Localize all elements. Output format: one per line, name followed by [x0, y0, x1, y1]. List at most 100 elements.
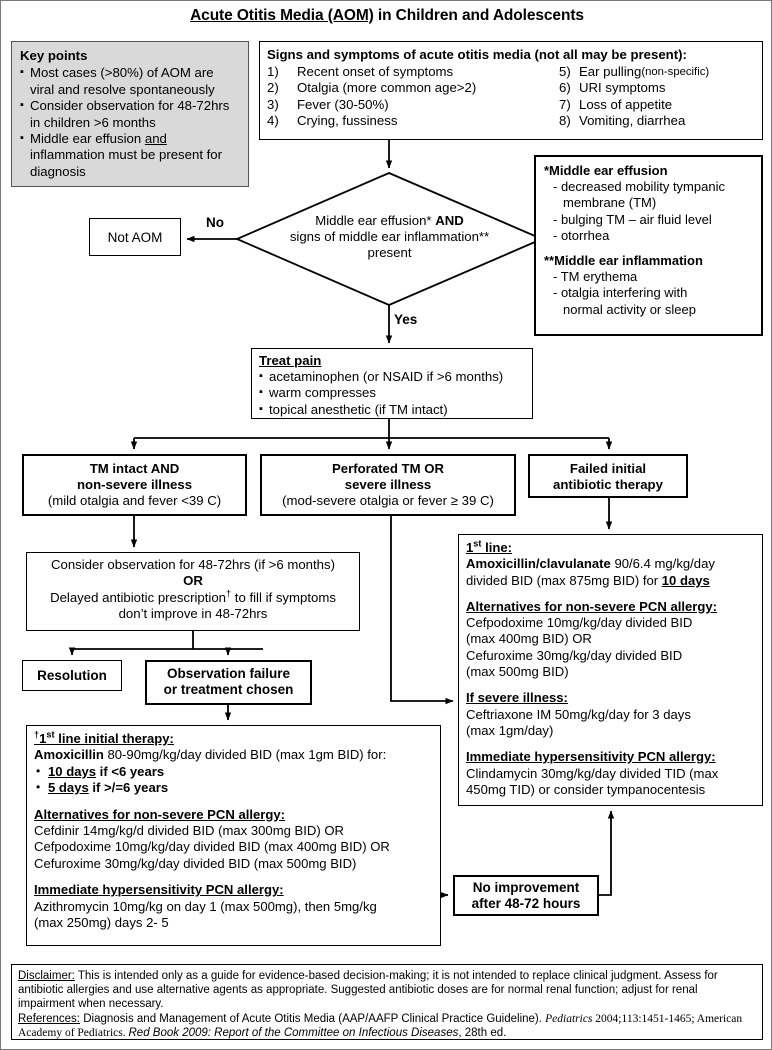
observe-dagger: †: [226, 588, 232, 599]
therapy-drug-bold: Amoxicillin: [34, 747, 104, 763]
abx-heading-3: If severe illness:: [466, 690, 568, 706]
treat-pain-item-3: topical anesthetic (if TM intact): [259, 401, 525, 418]
branch1-line3: (mild otalgia and fever <39 C): [47, 493, 222, 509]
observation-failure-box: Observation failure or treatment chosen: [145, 660, 312, 705]
signs-item-5-num: 5): [559, 64, 571, 80]
signs-item-3: 3) Fever (30-50%): [267, 97, 559, 113]
treat-pain-heading: Treat pain: [259, 353, 322, 368]
therapy-alt-line-1: Cefdinir 14mg/kg/d divided BID (max 300m…: [34, 823, 345, 839]
signs-item-7-num: 7): [559, 96, 571, 112]
inflammation-item-2b: normal activity or sleep: [563, 301, 696, 317]
key-points-item-3-underline: and: [144, 131, 167, 147]
treat-pain-box: Treat pain acetaminophen (or NSAID if >6…: [251, 348, 533, 419]
abx-heading-2: Alternatives for non-severe PCN allergy:: [466, 598, 718, 614]
no-improvement-box: No improvement after 48-72 hours: [453, 875, 599, 916]
abx-heading-1-post: line:: [481, 540, 513, 555]
abx-heading-1: 1st line:: [466, 539, 755, 556]
therapy-bullet-2-rest: if >/=6 years: [88, 780, 169, 796]
references-journal: Pediatrics: [545, 1012, 593, 1025]
abx-drug-line2-a: divided BID (max 875mg BID) for: [466, 572, 662, 588]
arrow-noimprove-to-abx: [599, 810, 615, 896]
branch2-line2: severe illness: [344, 477, 432, 493]
therapy-bullet-1: 10 days if <6 years: [34, 763, 433, 780]
branch1-line2: non-severe illness: [76, 477, 193, 493]
effusion-item-2: - bulging TM – air fluid level: [553, 211, 712, 227]
noimprove-line1: No improvement: [472, 880, 580, 895]
decision-label: Middle ear effusion* AND signs of middle…: [267, 213, 512, 261]
signs-item-4-num: 4): [267, 112, 279, 128]
signs-item-1: 1) Recent onset of symptoms: [267, 64, 559, 80]
therapy-heading-1-post: line initial therapy:: [54, 731, 174, 746]
branch-box-failed-therapy: Failed initial antibiotic therapy: [528, 454, 688, 498]
not-aom-label: Not AOM: [107, 229, 163, 245]
therapy-duration-list: 10 days if <6 years 5 days if >/=6 years: [34, 763, 433, 797]
key-points-item-1: Most cases (>80%) of AOM are viral and r…: [20, 64, 240, 98]
observe-line4: don’t improve in 48-72hrs: [118, 606, 268, 622]
therapy-heading-1: †1st line initial therapy:: [34, 729, 433, 747]
edge-label-yes: Yes: [394, 312, 418, 327]
abx-drug-rest: 90/6.4 mg/kg/day: [610, 556, 715, 572]
observe-line1: Consider observation for 48-72hrs (if >6…: [50, 557, 336, 572]
abx-alt-line-3: Cefuroxime 30mg/kg/day divided BID: [466, 647, 683, 663]
signs-symptoms-box: Signs and symptoms of acute otitis media…: [259, 41, 763, 140]
signs-item-1-text: Recent onset of symptoms: [297, 64, 454, 80]
decision-line3: present: [367, 245, 412, 260]
therapy-drug-rest: 80-90mg/kg/day divided BID (max 1gm BID)…: [103, 747, 387, 763]
signs-item-7: 7) Loss of appetite: [559, 97, 709, 113]
edge-label-no: No: [206, 215, 224, 230]
signs-item-2-num: 2): [267, 80, 279, 96]
abx-heading-4: Immediate hypersensitivity PCN allergy:: [466, 749, 716, 765]
treat-pain-item-1: acetaminophen (or NSAID if >6 months): [259, 368, 525, 385]
disclaimer-label: Disclaimer:: [18, 970, 75, 982]
therapy-heading-3: Immediate hypersensitivity PCN allergy:: [34, 882, 284, 898]
therapy-heading-1-pre: 1: [39, 731, 47, 746]
therapy-bullet-1-duration: 10 days: [48, 763, 97, 779]
therapy-heading-2: Alternatives for non-severe PCN allergy:: [34, 806, 286, 822]
signs-heading: Signs and symptoms of acute otitis media…: [267, 47, 687, 62]
references-text-e: , 28th ed.: [458, 1026, 507, 1039]
therapy-bullet-1-rest: if <6 years: [96, 763, 165, 779]
obsfail-line1: Observation failure: [166, 666, 291, 681]
resolution-label: Resolution: [37, 668, 107, 683]
effusion-item-3: - otorrhea: [553, 227, 610, 243]
abx-severe-line-1: Ceftriaxone IM 50mg/kg/day for 3 days: [466, 706, 691, 722]
branch3-line2: antibiotic therapy: [553, 477, 663, 493]
disclaimer-text: This is intended only as a guide for evi…: [18, 970, 718, 1011]
observe-line3-b: to fill if symptoms: [231, 589, 336, 605]
observation-box: Consider observation for 48-72hrs (if >6…: [26, 552, 360, 631]
resolution-box: Resolution: [22, 660, 122, 691]
noimprove-line2: after 48-72 hours: [471, 896, 581, 912]
abx-severe-line-2: (max 1gm/day): [466, 722, 554, 738]
key-points-item-3: Middle ear effusion and inflammation mus…: [20, 130, 240, 180]
references-paragraph: References: Diagnosis and Management of …: [18, 1012, 756, 1040]
branch2-line1: Perforated TM OR: [331, 461, 445, 476]
abx-alt-line-2: (max 400mg BID) OR: [466, 631, 592, 647]
signs-item-6: 6) URI symptoms: [559, 80, 709, 96]
decision-line1-and: AND: [435, 213, 464, 228]
title-rest: in Children and Adolescents: [373, 7, 584, 24]
branch3-line1: Failed initial: [569, 461, 647, 476]
signs-item-6-text: URI symptoms: [579, 80, 666, 96]
key-points-list: Most cases (>80%) of AOM are viral and r…: [20, 64, 240, 180]
treat-pain-item-2: warm compresses: [259, 384, 525, 401]
therapy-hyper-line-2: (max 250mg) days 2- 5: [34, 915, 169, 931]
effusion-heading: *Middle ear effusion: [544, 163, 668, 178]
disclaimer-paragraph: Disclaimer: This is intended only as a g…: [18, 969, 756, 1012]
branch2-line3: (mod-severe otalgia or fever ≥ 39 C): [282, 493, 494, 509]
inflammation-item-1: - TM erythema: [553, 269, 638, 285]
effusion-item-1: - decreased mobility tympanic: [553, 179, 725, 195]
observe-line3-a: Delayed antibiotic prescription: [50, 589, 226, 605]
signs-item-5-note: (non-specific): [641, 66, 710, 79]
key-points-item-2: Consider observation for 48-72hrs in chi…: [20, 97, 240, 131]
signs-right-column: 5) Ear pulling (non-specific) 6) URI sym…: [559, 64, 709, 129]
branch1-line1: TM intact AND: [89, 461, 180, 476]
abx-alt-line-1: Cefpodoxime 10mg/kg/day divided BID: [466, 615, 693, 631]
abx-hyper-line-2: 450mg TID) or consider tympanocentesis: [466, 781, 706, 797]
arrow-branch2-to-abx: [390, 516, 454, 705]
therapy-dagger: †: [34, 729, 40, 740]
branch-box-perforated-severe: Perforated TM OR severe illness (mod-sev…: [260, 454, 516, 516]
effusion-legend-box: *Middle ear effusion - decreased mobilit…: [534, 155, 763, 336]
references-book: Red Book 2009: Report of the Committee o…: [128, 1026, 459, 1039]
signs-item-4: 4) Crying, fussiness: [267, 113, 559, 129]
